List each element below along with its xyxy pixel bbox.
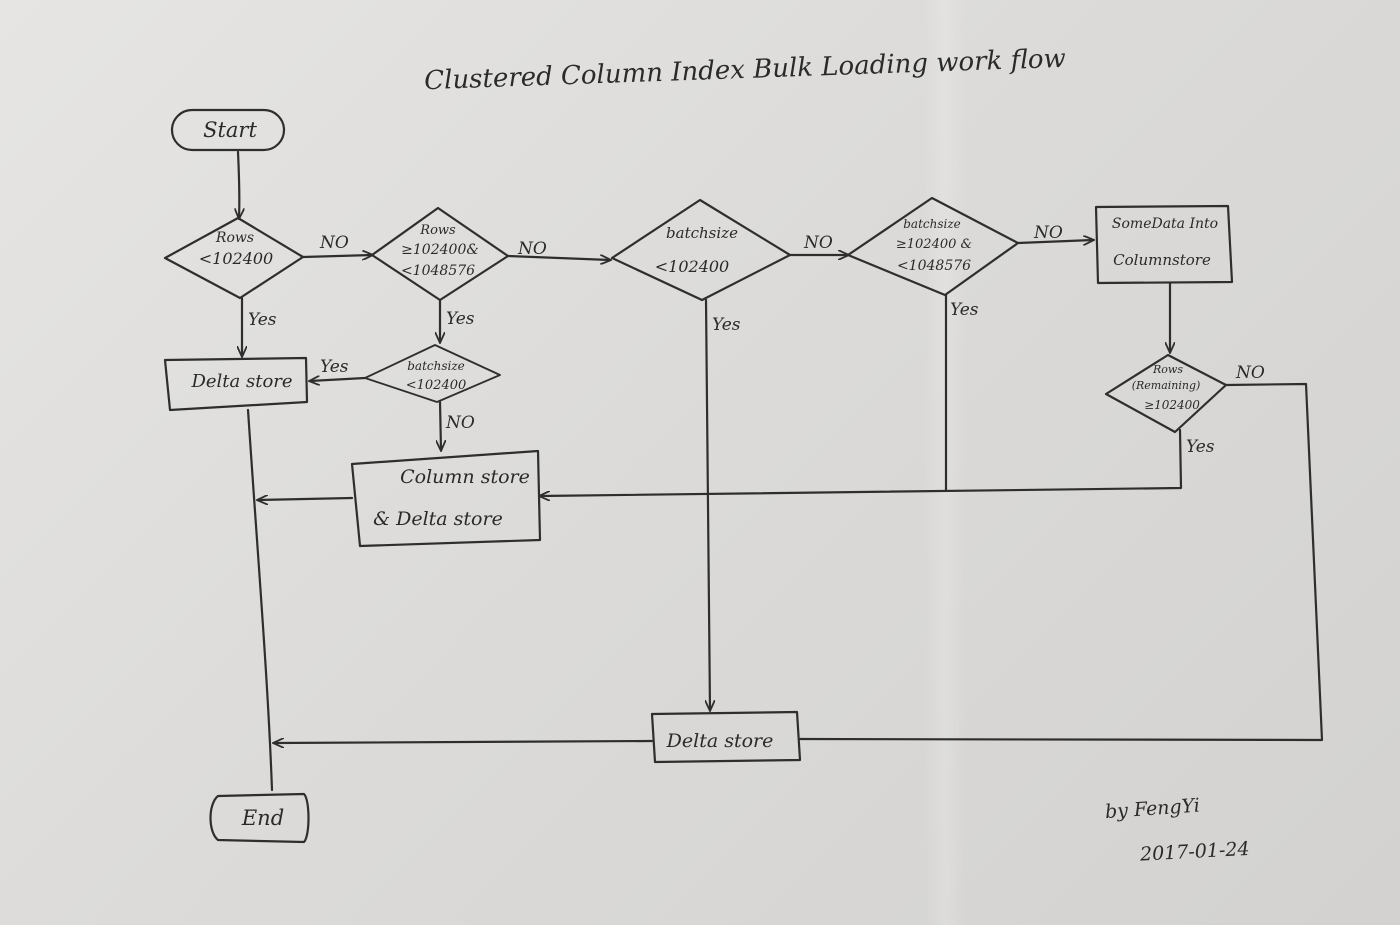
cs-delta-line-1: Column store	[400, 466, 530, 488]
delta-store-box-left: Delta store	[163, 356, 309, 412]
author-signature: by FengYi	[1104, 795, 1200, 824]
end-terminal: End	[209, 792, 310, 844]
d4-line-1: batchsize	[666, 224, 738, 242]
d1-no-label: NO	[319, 233, 349, 253]
end-label: End	[241, 806, 284, 830]
somedata-line-2: Columnstore	[1113, 251, 1211, 269]
delta-store-box-bottom: Delta store	[650, 710, 802, 764]
d4-yes-label: Yes	[712, 315, 741, 335]
decision-rows-remaining: Rows (Remaining) ≥102400	[1104, 353, 1228, 434]
d2-no-label: NO	[517, 239, 547, 259]
d4-no-label: NO	[803, 233, 833, 253]
d5-line-1: batchsize	[903, 217, 961, 231]
d6-no-label: NO	[1235, 363, 1265, 383]
d1-line-2: <102400	[199, 249, 273, 268]
d2-line-1: Rows	[419, 223, 456, 238]
d5-no-label: NO	[1033, 223, 1063, 243]
d5-line-2: ≥102400 &	[896, 237, 972, 252]
decision-batchsize-range: batchsize ≥102400 & <1048576	[846, 196, 1020, 297]
decision-batchsize-small: batchsize <102400	[364, 344, 501, 403]
d6-line-2: (Remaining)	[1132, 379, 1201, 392]
d2-yes-label: Yes	[446, 309, 475, 329]
d1-yes-label: Yes	[248, 310, 277, 330]
start-terminal: Start	[170, 108, 286, 152]
delta-store-left-label: Delta store	[190, 371, 292, 392]
somedata-columnstore-box: SomeData Into Columnstore	[1094, 204, 1234, 285]
d5-line-3: <1048576	[897, 258, 971, 274]
decision-rows-range: Rows ≥102400& <1048576	[370, 206, 510, 302]
d5-yes-label: Yes	[950, 300, 979, 320]
author-date: 2017-01-24	[1138, 838, 1250, 866]
decision-rows-lt-102400: Rows <102400	[163, 216, 305, 300]
d2-line-2: ≥102400&	[401, 242, 479, 258]
d3-line-1: batchsize	[407, 359, 465, 373]
d1-line-1: Rows	[215, 230, 254, 246]
cs-delta-line-2: & Delta store	[373, 508, 503, 530]
d2-line-3: <1048576	[401, 263, 475, 279]
columnstore-delta-box: Column store & Delta store	[350, 449, 542, 548]
d6-line-3: ≥102400	[1144, 398, 1200, 412]
d3-yes-label: Yes	[320, 357, 349, 377]
d3-no-label: NO	[445, 413, 475, 433]
d6-line-1: Rows	[1152, 363, 1183, 376]
start-label: Start	[203, 118, 257, 142]
d3-line-2: <102400	[406, 378, 467, 393]
delta-store-bottom-label: Delta store	[666, 730, 774, 752]
somedata-line-1: SomeData Into	[1112, 216, 1218, 232]
diagram-title: Clustered Column Index Bulk Loading work…	[424, 44, 1067, 96]
decision-batchsize-main: batchsize <102400	[610, 198, 792, 302]
d4-line-2: <102400	[655, 257, 729, 276]
d6-yes-label: Yes	[1186, 437, 1215, 457]
